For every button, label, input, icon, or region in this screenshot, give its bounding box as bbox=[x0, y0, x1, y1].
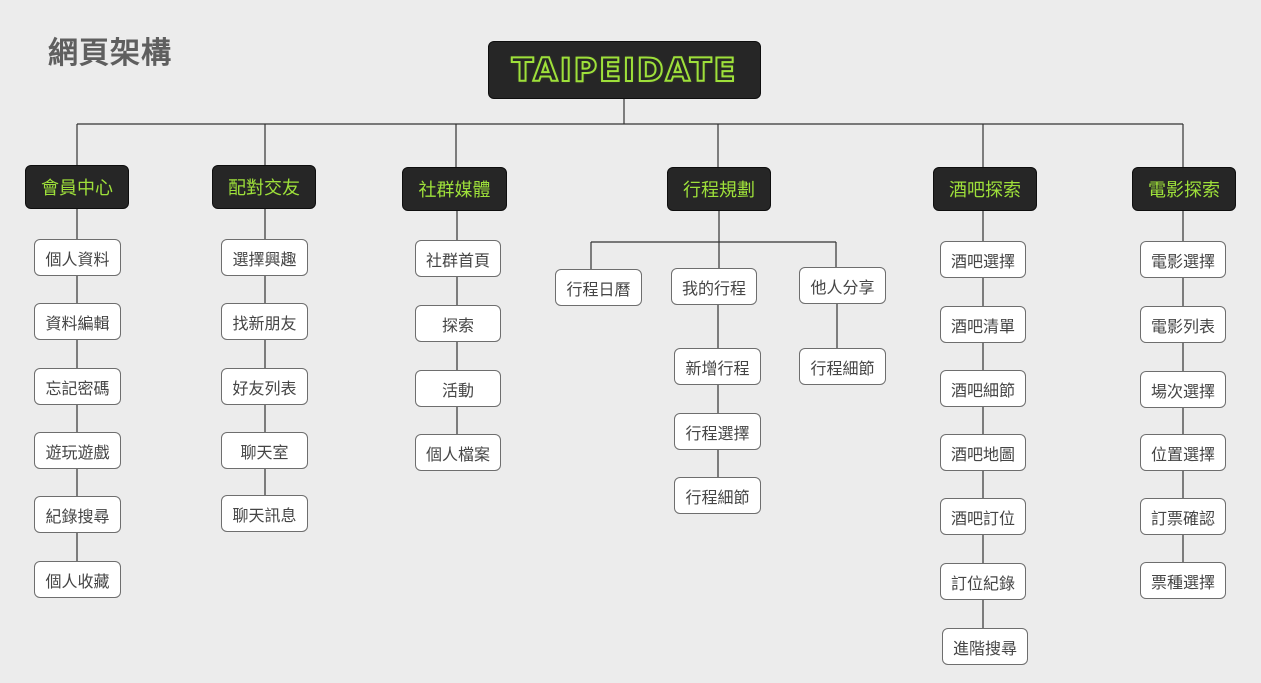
node-social-2: 探索 bbox=[415, 305, 501, 342]
node-shared-trips: 他人分享 bbox=[799, 267, 886, 304]
node-movie-6: 票種選擇 bbox=[1140, 562, 1226, 599]
category-matching: 配對交友 bbox=[212, 165, 316, 209]
node-member-6: 個人收藏 bbox=[34, 561, 121, 598]
node-movie-2: 電影列表 bbox=[1140, 306, 1226, 343]
node-movie-3: 場次選擇 bbox=[1140, 371, 1226, 408]
node-bar-2: 酒吧清單 bbox=[940, 306, 1026, 343]
node-member-2: 資料編輯 bbox=[34, 303, 121, 340]
node-movie-5: 訂票確認 bbox=[1140, 498, 1226, 535]
page-title: 網頁架構 bbox=[48, 36, 172, 71]
node-bar-7: 進階搜尋 bbox=[942, 628, 1028, 665]
node-member-1: 個人資料 bbox=[34, 239, 121, 276]
node-matching-4: 聊天室 bbox=[221, 432, 308, 469]
category-movie-explore: 電影探索 bbox=[1132, 167, 1236, 211]
node-matching-1: 選擇興趣 bbox=[221, 239, 308, 276]
node-my-trips-3: 行程細節 bbox=[674, 477, 761, 514]
node-bar-1: 酒吧選擇 bbox=[940, 241, 1026, 278]
node-social-1: 社群首頁 bbox=[415, 240, 501, 277]
category-trip-planning: 行程規劃 bbox=[667, 167, 771, 211]
category-member-center: 會員中心 bbox=[25, 165, 129, 209]
node-matching-5: 聊天訊息 bbox=[221, 495, 308, 532]
node-movie-1: 電影選擇 bbox=[1140, 241, 1226, 278]
node-bar-5: 酒吧訂位 bbox=[940, 498, 1026, 535]
node-bar-4: 酒吧地圖 bbox=[940, 434, 1026, 471]
node-member-5: 紀錄搜尋 bbox=[34, 496, 121, 533]
node-movie-4: 位置選擇 bbox=[1140, 434, 1226, 471]
node-my-trips-1: 新增行程 bbox=[674, 348, 761, 385]
node-shared-trips-1: 行程細節 bbox=[799, 348, 886, 385]
node-my-trips-2: 行程選擇 bbox=[674, 413, 761, 450]
node-social-3: 活動 bbox=[415, 370, 501, 407]
category-social-media: 社群媒體 bbox=[402, 167, 507, 211]
node-social-4: 個人檔案 bbox=[415, 434, 501, 471]
node-matching-2: 找新朋友 bbox=[221, 303, 308, 340]
node-member-4: 遊玩遊戲 bbox=[34, 432, 121, 469]
root-node-logo: TAIPEIDATE bbox=[488, 41, 761, 99]
node-member-3: 忘記密碼 bbox=[34, 368, 121, 405]
category-bar-explore: 酒吧探索 bbox=[933, 167, 1037, 211]
node-bar-3: 酒吧細節 bbox=[940, 370, 1026, 407]
node-my-trips: 我的行程 bbox=[671, 268, 757, 305]
node-bar-6: 訂位紀錄 bbox=[940, 563, 1026, 600]
node-matching-3: 好友列表 bbox=[221, 368, 308, 405]
node-trip-calendar: 行程日曆 bbox=[555, 269, 642, 306]
